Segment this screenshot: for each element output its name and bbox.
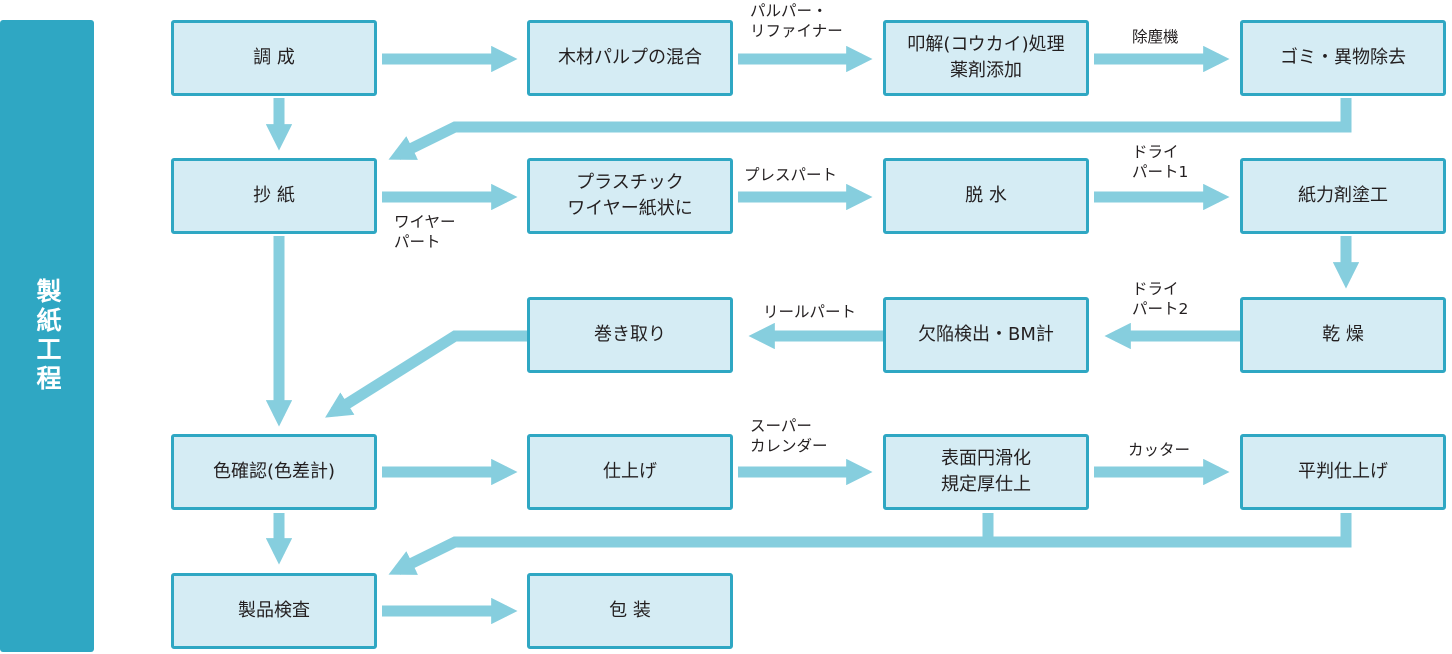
label-cutter: カッター [1128,441,1191,459]
step-product-inspection: 製品検査 [171,573,377,649]
label-pulper-refiner: パルパー・ リファイナー [750,2,843,40]
step-winding: 巻き取り [527,297,733,373]
label-dust-remover: 除塵機 [1132,28,1179,46]
return-arrow-1 [388,98,1352,160]
step-choseii: 調 成 [171,20,377,96]
step-color-check: 色確認(色差計) [171,434,377,510]
step-surface-smoothing: 表面円滑化 規定厚仕上 [883,434,1089,510]
step-plastic-wire-forming: プラスチック ワイヤー紙状に [527,158,733,234]
label-press-part: プレスパート [744,166,838,184]
step-wood-pulp-mixing: 木材パルプの混合 [527,20,733,96]
label-wire-part: ワイヤー パート [394,213,456,251]
step-papermaking: 抄 紙 [171,158,377,234]
label-dry-part-2: ドライ パート2 [1132,280,1189,318]
label-super-calender: スーパー カレンダー [750,417,828,455]
step-dewatering: 脱 水 [883,158,1089,234]
return-arrow-3 [982,513,1352,548]
sidebar-title: 製紙工程 [33,278,62,394]
step-debris-removal: ゴミ・異物除去 [1240,20,1446,96]
step-finishing: 仕上げ [527,434,733,510]
step-drying: 乾 燥 [1240,297,1446,373]
step-defect-detection: 欠陥検出・BM計 [883,297,1089,373]
sidebar: 製紙工程 [0,20,94,652]
step-packaging: 包 装 [527,573,733,649]
step-beating-additives: 叩解(コウカイ)処理 薬剤添加 [883,20,1089,96]
label-dry-part-1: ドライ パート1 [1132,143,1189,181]
step-sheet-finishing: 平判仕上げ [1240,434,1446,510]
label-reel-part: リールパート [763,303,857,321]
return-arrow-2 [325,330,527,418]
return-arrow-4 [388,536,988,575]
step-strength-coating: 紙力剤塗工 [1240,158,1446,234]
